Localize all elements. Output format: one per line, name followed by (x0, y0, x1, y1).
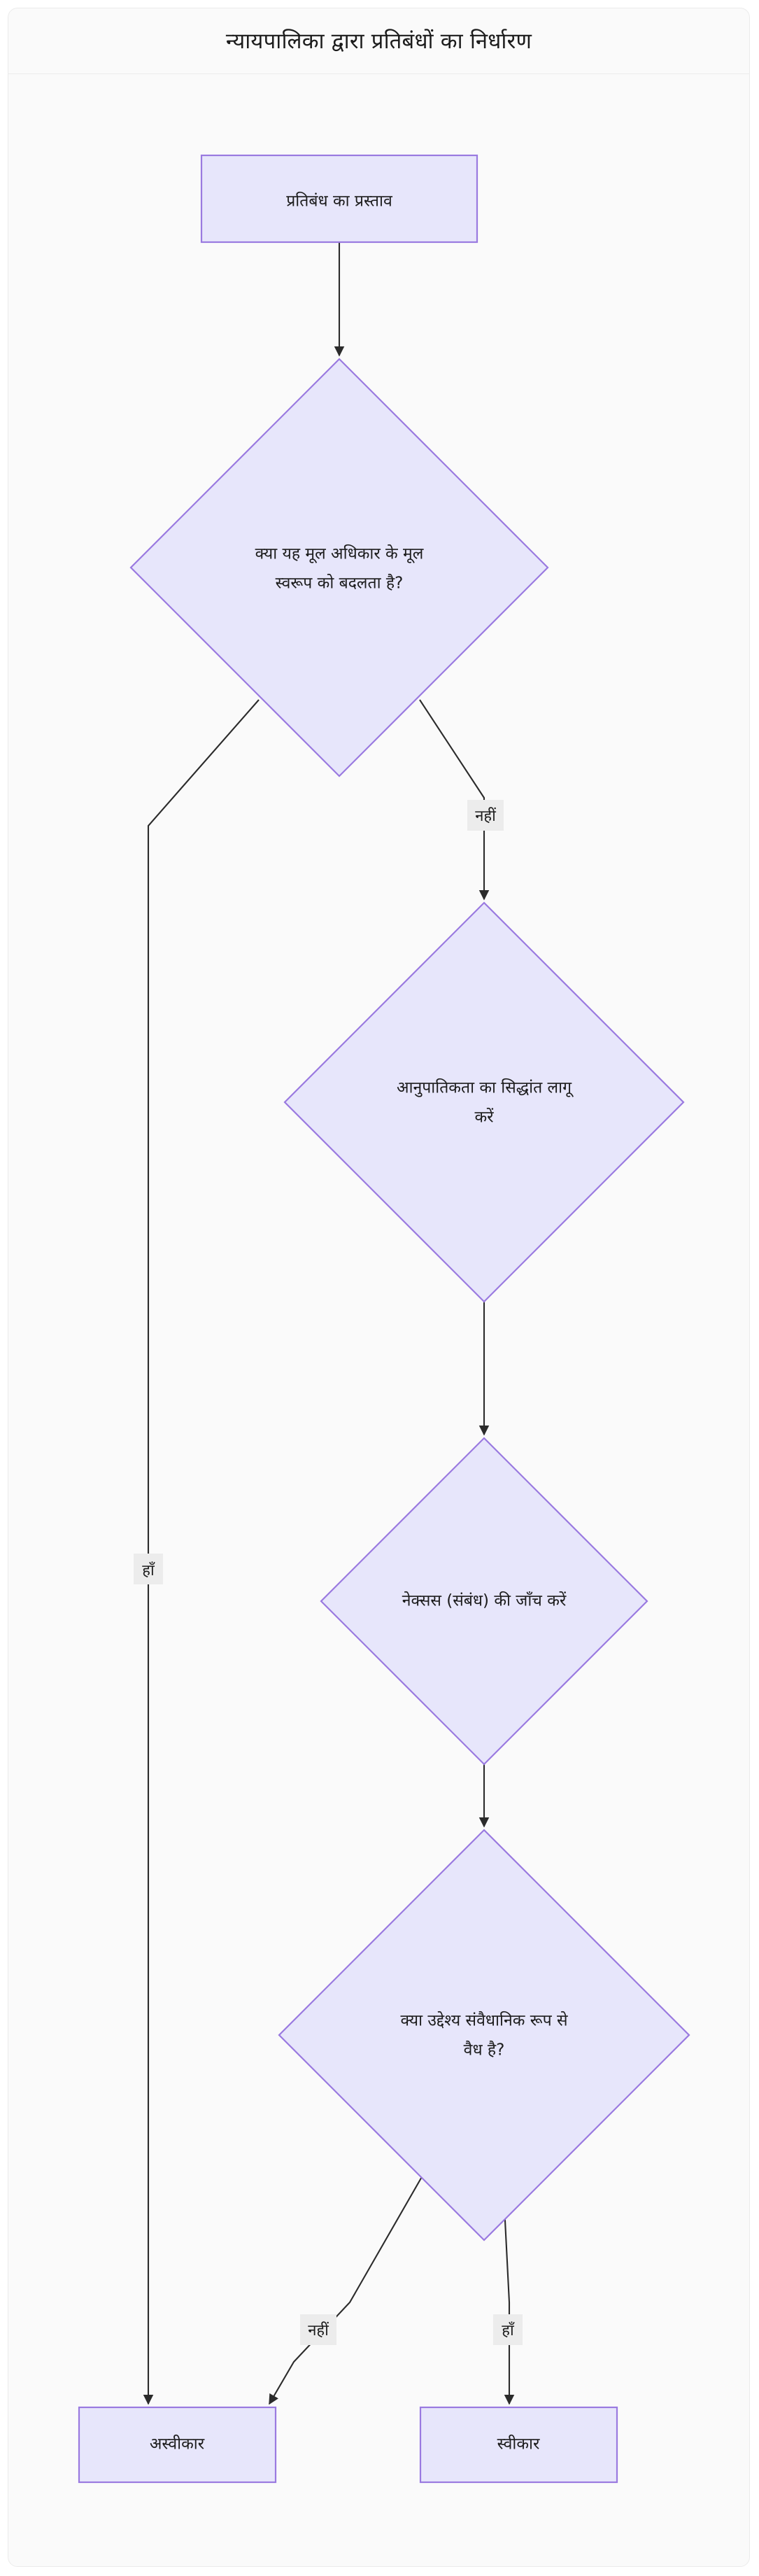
edge-label-text: नहीं (308, 2321, 329, 2339)
node-start[interactable]: प्रतिबंध का प्रस्ताव (200, 154, 478, 244)
node-proportionality-label-line2: करें (474, 1108, 494, 1127)
edge-labels-layer: हाँ नहीं नहीं हाँ (134, 800, 523, 2345)
edge-label-legitimate-aim-no: नहीं (300, 2314, 336, 2345)
edge-basic-structure-yes-to-reject (143, 699, 260, 2405)
node-nexus-label-line1: नेक्सस (संबंध) की जाँच करें (402, 1591, 567, 1610)
node-accept[interactable]: स्वीकार (419, 2406, 618, 2484)
node-legitimate-aim[interactable]: क्या उद्देश्य संवैधानिक रूप से वैध है? (278, 1829, 690, 2241)
node-nexus[interactable]: नेक्सस (संबंध) की जाँच करें (320, 1437, 648, 1766)
node-start-label: प्रतिबंध का प्रस्ताव (286, 192, 393, 211)
node-proportionality-label-line1: आनुपातिकता का सिद्धांत लागू (397, 1078, 574, 1098)
node-reject[interactable]: अस्वीकार (78, 2406, 277, 2484)
edge-legitimate-aim-no-to-reject (269, 2165, 429, 2405)
edge-label-legitimate-aim-yes: हाँ (493, 2314, 523, 2345)
edge-label-text: हाँ (142, 1561, 155, 1579)
node-legitimate-aim-label-line2: वैध है? (464, 2041, 505, 2060)
edge-label-basic-structure-no: नहीं (467, 800, 504, 831)
node-proportionality[interactable]: आनुपातिकता का सिद्धांत लागू करें (283, 901, 685, 1303)
page-title: न्यायपालिका द्वारा प्रतिबंधों का निर्धार… (225, 29, 532, 54)
edge-basic-structure-no-to-proportionality (419, 699, 490, 901)
node-accept-label: स्वीकार (497, 2435, 540, 2454)
node-basic-structure-label-line2: स्वरूप को बदलता है? (276, 574, 404, 593)
node-legitimate-aim-label-line1: क्या उद्देश्य संवैधानिक रूप से (400, 2011, 567, 2030)
nodes-layer: प्रतिबंध का प्रस्ताव क्या यह मूल अधिकार … (78, 154, 690, 2484)
edge-label-text: हाँ (502, 2321, 514, 2339)
edge-label-text: नहीं (475, 807, 496, 825)
node-basic-structure[interactable]: क्या यह मूल अधिकार के मूल स्वरूप को बदलत… (129, 358, 549, 777)
node-basic-structure-label-line1: क्या यह मूल अधिकार के मूल (255, 544, 424, 564)
edge-label-basic-structure-yes: हाँ (134, 1554, 163, 1584)
title-bar: न्यायपालिका द्वारा प्रतिबंधों का निर्धार… (8, 8, 750, 74)
node-reject-label: अस्वीकार (150, 2435, 205, 2454)
